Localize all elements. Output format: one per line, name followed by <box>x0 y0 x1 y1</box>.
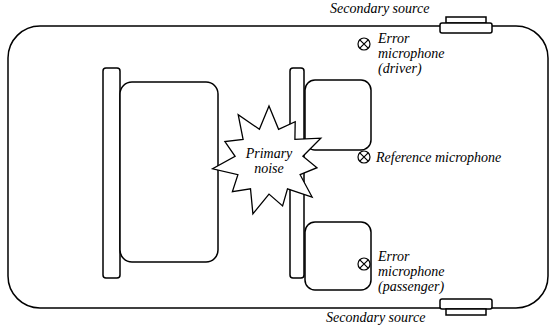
speaker-label: Secondary source <box>326 310 438 325</box>
noise-starburst: Primary noise <box>210 104 328 218</box>
rear-seat <box>120 82 218 262</box>
speaker-bottom <box>440 299 492 309</box>
speaker-label: Secondary source <box>330 1 490 16</box>
car-body <box>8 26 548 308</box>
node-text: Primary noise <box>238 146 300 176</box>
mic-label: Error microphone (passenger) <box>378 249 466 294</box>
speaker-top <box>440 23 492 33</box>
speaker-bottom-back <box>446 309 486 315</box>
speaker-top-back <box>446 17 486 23</box>
mic-label: Reference microphone <box>376 150 552 165</box>
mic-label: Error microphone (driver) <box>378 31 458 76</box>
mic-passenger <box>358 258 370 270</box>
mic-driver <box>358 38 370 50</box>
mic-reference <box>358 151 370 163</box>
rear-seat-back <box>103 68 120 278</box>
passenger-seat <box>305 222 371 290</box>
